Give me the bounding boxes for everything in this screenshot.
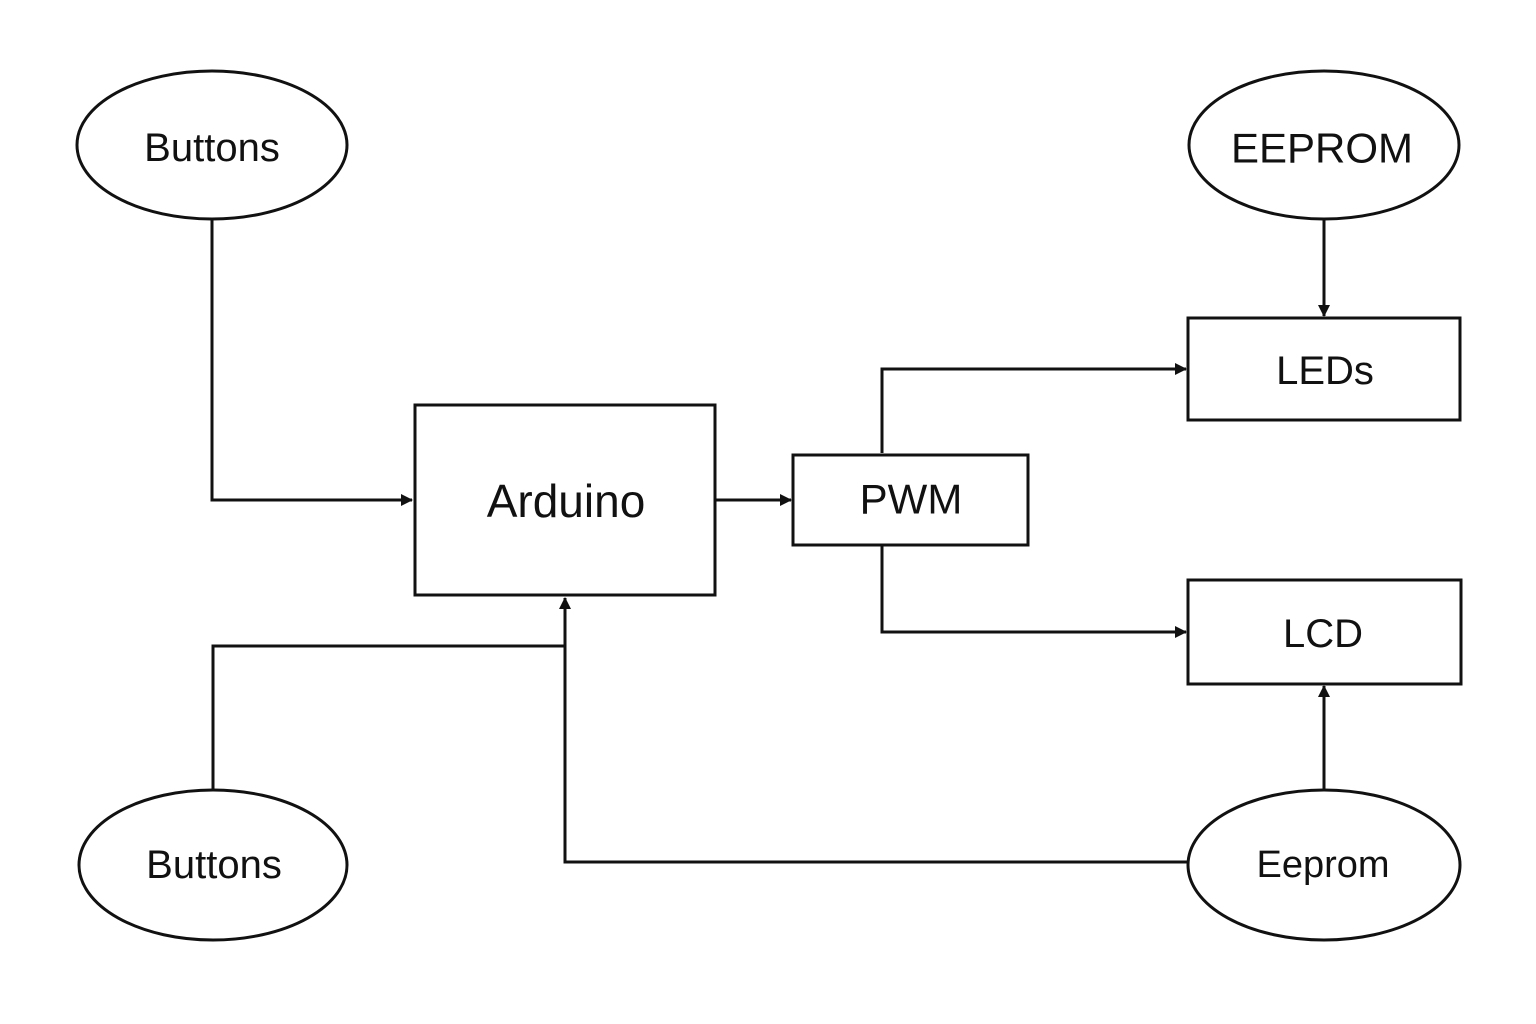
node-lcd: LCD <box>1186 578 1463 686</box>
node-leds: LEDs <box>1186 316 1462 422</box>
pwm-label: PWM <box>860 476 963 523</box>
eeprom-top-label: EEPROM <box>1231 125 1413 172</box>
edge-pwm-to-leds <box>880 363 1187 453</box>
node-arduino: Arduino <box>413 403 717 597</box>
leds-box <box>1186 316 1462 422</box>
arduino-box <box>413 403 717 597</box>
node-buttons-top: Buttons <box>75 69 349 221</box>
lcd-label: LCD <box>1283 612 1363 656</box>
arduino-label: Arduino <box>487 475 646 527</box>
edge-buttons-bottom-to-arduino <box>211 644 565 790</box>
node-buttons-bottom: Buttons <box>77 788 349 942</box>
leds-label: LEDs <box>1276 349 1374 393</box>
buttons-top-ellipse <box>75 69 349 221</box>
edge-pwm-to-lcd <box>880 546 1187 638</box>
buttons-bottom-label: Buttons <box>146 843 282 887</box>
node-eeprom-top: EEPROM <box>1187 69 1461 221</box>
lcd-box <box>1186 578 1463 686</box>
eeprom-bottom-label: Eeprom <box>1256 844 1389 886</box>
pwm-box <box>791 453 1030 547</box>
edge-eeprom-bottom-to-arduino <box>559 597 1188 864</box>
edges <box>210 220 1330 864</box>
buttons-bottom-ellipse <box>77 788 349 942</box>
buttons-top-label: Buttons <box>144 126 280 170</box>
node-pwm: PWM <box>791 453 1030 547</box>
eeprom-bottom-ellipse <box>1186 788 1462 942</box>
node-eeprom-bottom: Eeprom <box>1186 788 1462 942</box>
edge-buttons-top-to-arduino <box>210 220 413 506</box>
eeprom-top-ellipse <box>1187 69 1461 221</box>
